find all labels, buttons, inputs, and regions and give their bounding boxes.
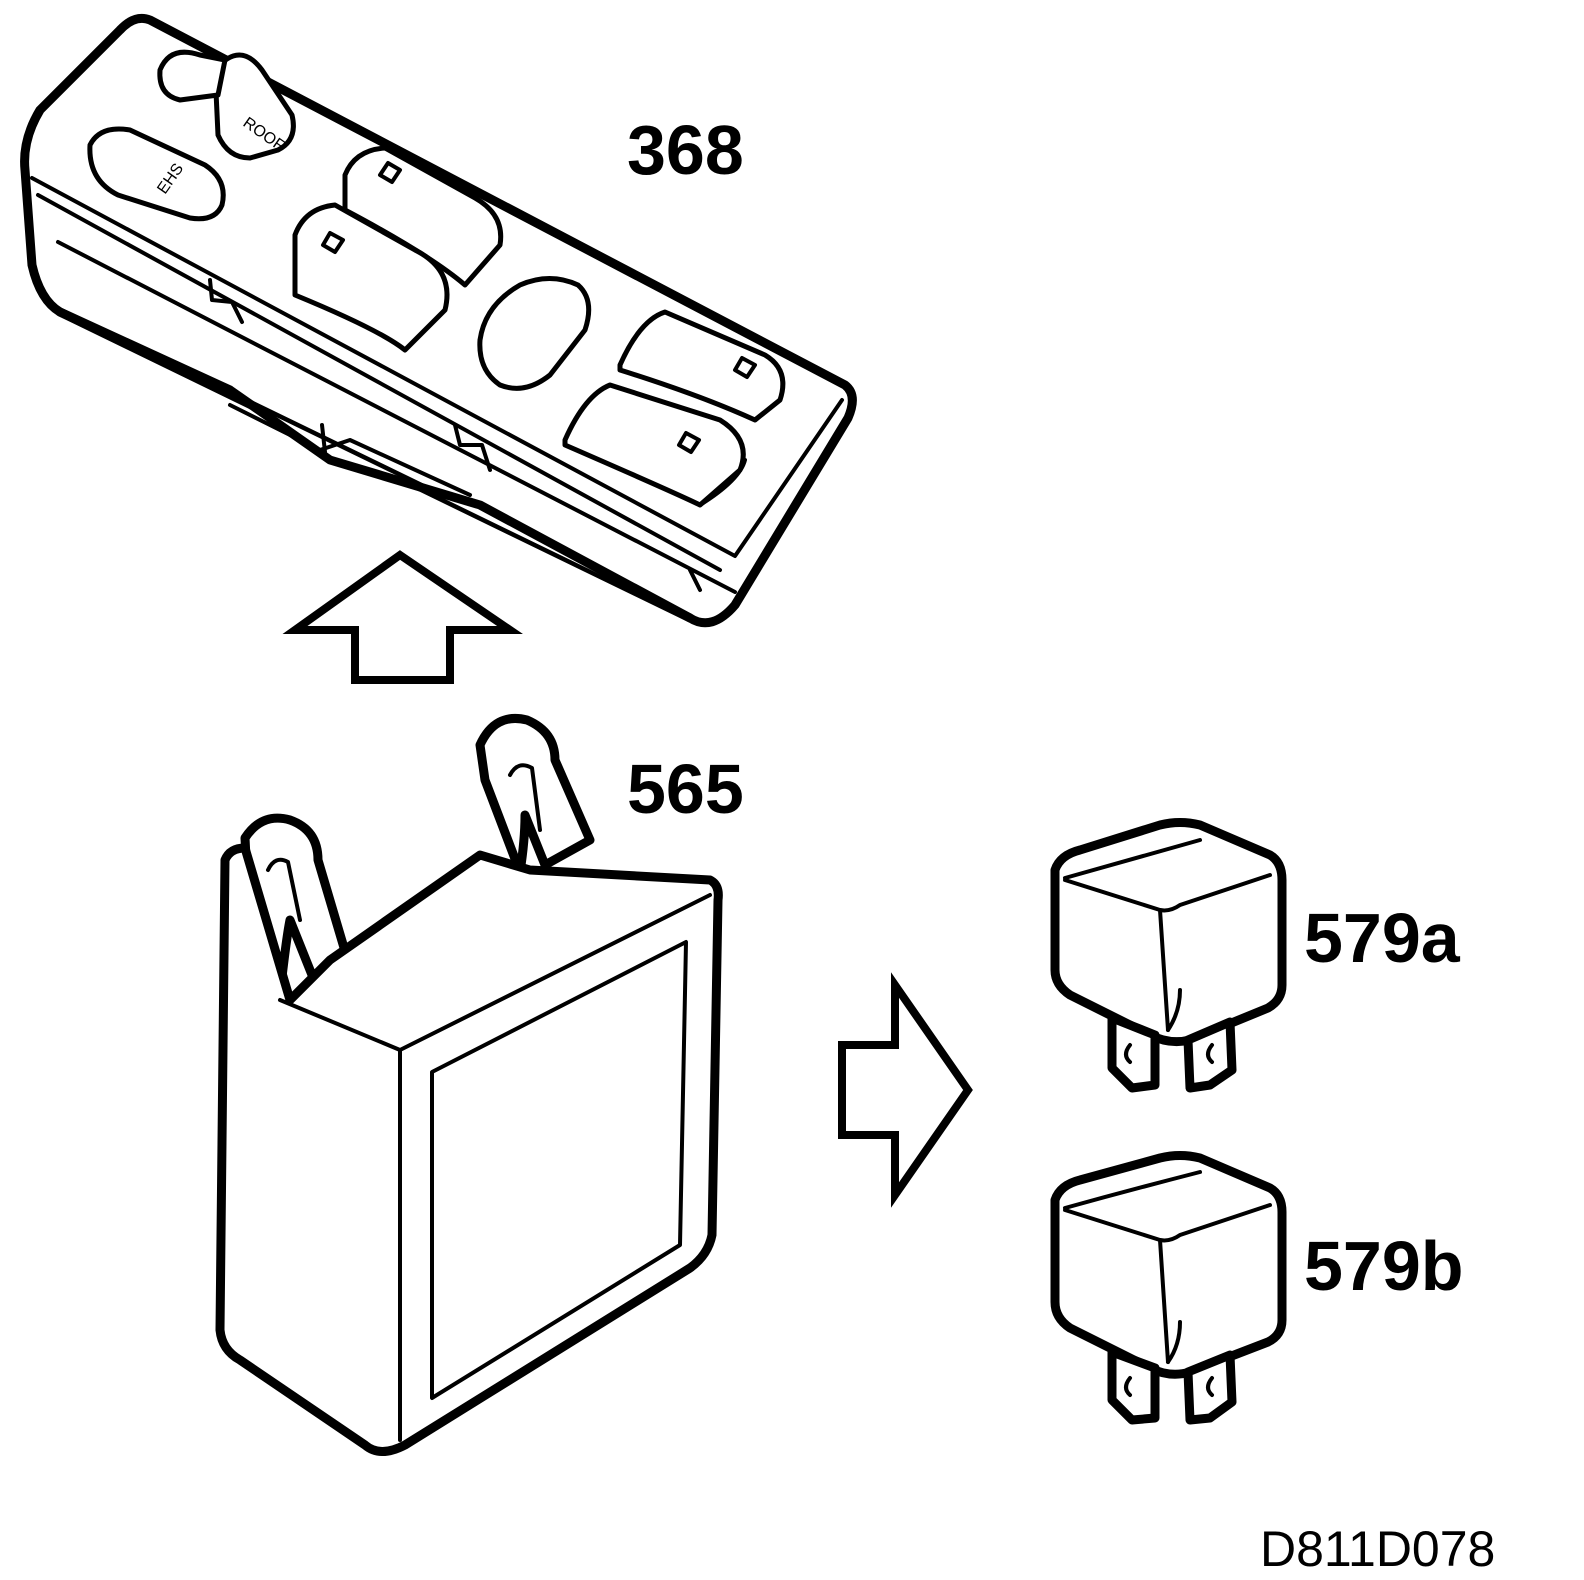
control-module: 565	[215, 714, 744, 1456]
window-switch-panel: ROOF EHS 368	[20, 13, 857, 628]
callout-565: 565	[627, 750, 744, 828]
callout-579a: 579a	[1304, 899, 1461, 977]
up-arrow-icon	[282, 550, 523, 684]
relay-b: 579b	[1050, 1151, 1464, 1425]
relay-a: 579a	[1050, 818, 1461, 1093]
callout-368: 368	[627, 111, 744, 189]
figure-id: D811D078	[1260, 1521, 1495, 1577]
callout-579b: 579b	[1304, 1227, 1464, 1305]
right-arrow-icon	[838, 972, 973, 1208]
